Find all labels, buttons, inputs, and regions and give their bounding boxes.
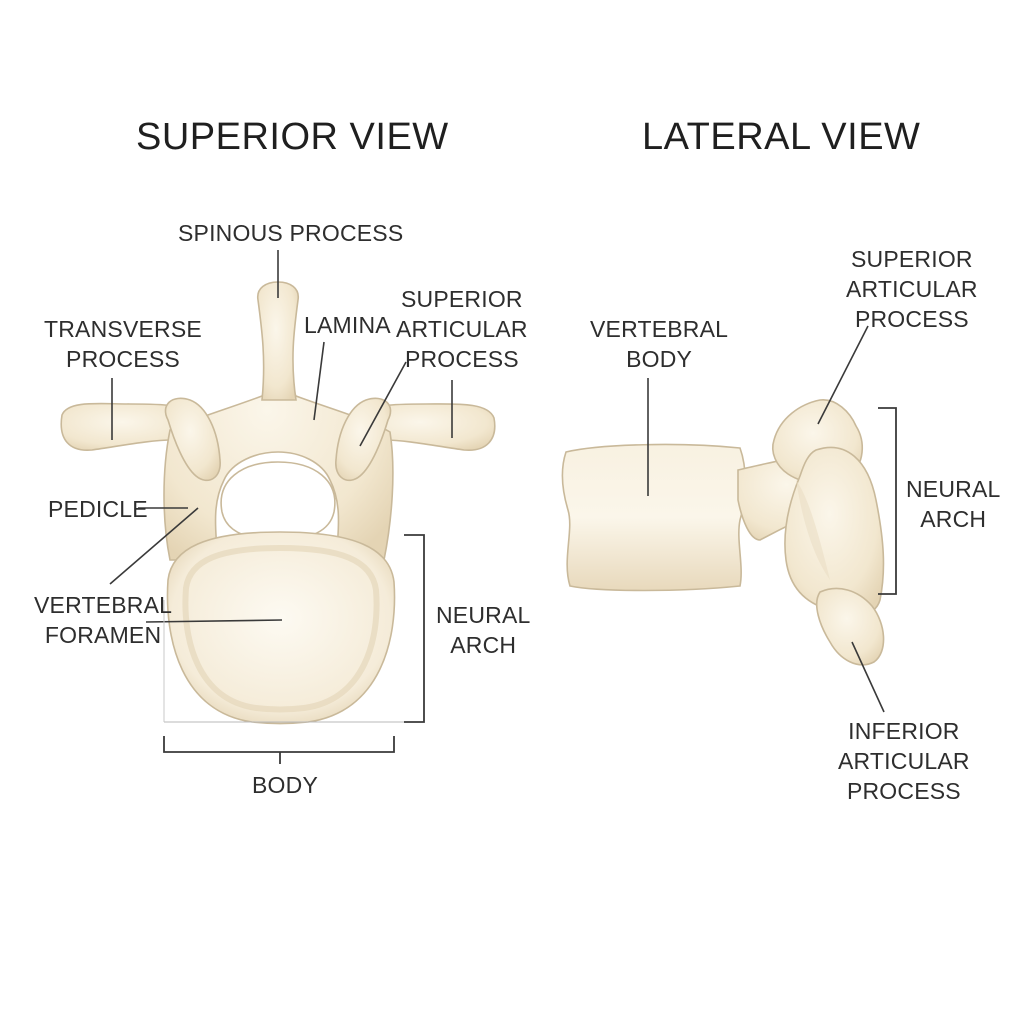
label-vertebral-body-lateral: VERTEBRAL BODY: [590, 314, 728, 374]
spinous-process: [256, 281, 300, 401]
title-superior-view: SUPERIOR VIEW: [136, 116, 449, 158]
lateral-vertebra: [561, 399, 885, 666]
leader-lamina: [313, 341, 325, 421]
leader-inferior-articular: [851, 641, 885, 713]
label-transverse-line1: TRANSVERSE: [44, 316, 202, 342]
bracket-body: [163, 736, 395, 753]
leader-body-center: [145, 619, 283, 623]
label-sap-line3: PROCESS: [404, 346, 519, 372]
body-inner-ring: [182, 544, 380, 713]
label-sap-line1: SUPERIOR: [401, 286, 523, 312]
label-vertebral-foramen: VERTEBRAL FORAMEN: [34, 590, 172, 650]
label-lamina: LAMINA: [304, 312, 391, 338]
label-foramen-line1: VERTEBRAL: [34, 592, 173, 618]
label-transverse-line2: PROCESS: [66, 346, 180, 372]
label-vb-line2: BODY: [626, 346, 693, 372]
label-iap-line2: ARTICULAR: [838, 748, 970, 774]
superior-vertebra: [60, 281, 496, 725]
title-lateral-view: LATERAL VIEW: [642, 116, 921, 158]
label-neural-arch-superior: NEURAL ARCH: [436, 600, 531, 660]
label-sapl-line2: ARTICULAR: [846, 276, 978, 302]
label-transverse-process: TRANSVERSE PROCESS: [44, 314, 202, 374]
superior-articular-left: [164, 397, 221, 482]
label-neural-line2: ARCH: [450, 632, 517, 658]
label-pedicle: PEDICLE: [48, 496, 148, 522]
vertebral-body-superior: [166, 531, 396, 725]
label-vb-line1: VERTEBRAL: [590, 316, 729, 342]
leader-superior-articular-lateral: [817, 325, 869, 425]
vertebral-body-lateral: [561, 443, 747, 592]
label-body: BODY: [252, 772, 318, 798]
label-foramen-line2: FORAMEN: [44, 622, 162, 648]
label-iap-line3: PROCESS: [846, 778, 961, 804]
label-nal-line1: NEURAL: [906, 476, 1001, 502]
label-superior-articular-process: SUPERIOR ARTICULAR PROCESS: [396, 284, 528, 374]
label-inferior-articular-process: INFERIOR ARTICULAR PROCESS: [838, 716, 970, 806]
label-sapl-line1: SUPERIOR: [851, 246, 973, 272]
bracket-neural-arch-superior: [404, 534, 425, 723]
leader-superior-articular: [359, 361, 407, 447]
label-neural-line1: NEURAL: [436, 602, 531, 628]
label-sapl-line3: PROCESS: [854, 306, 969, 332]
label-spinous-process: SPINOUS PROCESS: [178, 220, 404, 246]
leader-foramen: [109, 507, 199, 585]
label-neural-arch-lateral: NEURAL ARCH: [906, 474, 1001, 534]
label-sap-line2: ARTICULAR: [396, 316, 528, 342]
inferior-articular-lateral: [815, 587, 885, 666]
label-superior-articular-lateral: SUPERIOR ARTICULAR PROCESS: [846, 244, 978, 334]
vertebral-foramen: [220, 461, 336, 541]
label-nal-line2: ARCH: [920, 506, 987, 532]
label-iap-line1: INFERIOR: [848, 718, 960, 744]
bracket-neural-arch-lateral: [878, 407, 897, 595]
shade-lateral: [796, 480, 830, 580]
